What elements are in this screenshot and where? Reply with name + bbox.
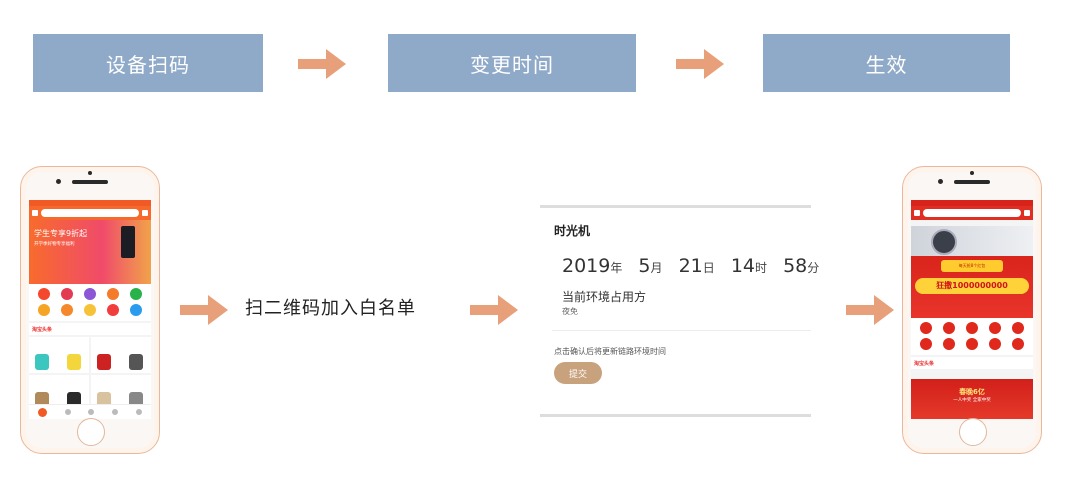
category-item[interactable]	[78, 288, 101, 301]
hour-value[interactable]: 14	[730, 255, 756, 277]
day-unit: 日	[702, 261, 715, 275]
red-envelope-banner: 狂撒1000000000	[915, 278, 1029, 294]
category-item[interactable]	[914, 338, 937, 351]
product-cell[interactable]	[91, 337, 151, 373]
divider	[552, 330, 811, 331]
phone-camera-icon	[970, 171, 974, 175]
gala-title: 春晚6亿	[959, 388, 985, 396]
phone-speaker-icon	[72, 180, 108, 184]
spring-gala-banner[interactable]: 春晚6亿 一人中奖 全家中奖	[911, 379, 1033, 419]
banner-title: 学生专享9折起	[34, 229, 88, 238]
watch-image	[931, 229, 957, 255]
month-unit: 月	[650, 261, 663, 275]
category-item[interactable]	[32, 304, 55, 317]
tab-icon[interactable]	[88, 409, 95, 415]
minute-value[interactable]: 58	[783, 255, 808, 277]
category-item[interactable]	[1007, 338, 1030, 351]
category-item[interactable]	[125, 304, 148, 317]
gala-subtitle: 一人中奖 全家中奖	[953, 398, 991, 403]
category-item[interactable]	[960, 338, 983, 351]
step-label: 生效	[865, 52, 908, 77]
month-value[interactable]: 5	[638, 255, 651, 277]
arrow-right-icon	[470, 293, 518, 327]
step-device-scan: 设备扫码	[33, 34, 263, 92]
environment-label: 当前环境占用方	[562, 290, 647, 304]
phone-screen: 学生专享9折起 开学季好物专享福利 淘宝头条	[29, 200, 151, 419]
year-value[interactable]: 2019	[562, 255, 611, 277]
qr-icon[interactable]	[142, 210, 148, 216]
category-item[interactable]	[937, 322, 960, 335]
category-grid	[29, 284, 151, 321]
event-ribbon: 每天抢8个红包	[941, 260, 1003, 272]
profile-tab-icon[interactable]	[136, 409, 143, 415]
phone-speaker-icon	[954, 180, 990, 184]
promo-banner[interactable]: 学生专享9折起 开学季好物专享福利	[29, 220, 151, 284]
category-item[interactable]	[102, 288, 125, 301]
home-tab-icon[interactable]	[37, 407, 47, 417]
banner-subtitle: 开学季好物专享福利	[34, 242, 75, 247]
category-item[interactable]	[984, 338, 1007, 351]
submit-button[interactable]: 提交	[554, 362, 602, 384]
search-input[interactable]	[41, 209, 139, 217]
product-cell[interactable]	[29, 337, 89, 373]
step-label: 设备扫码	[106, 52, 190, 77]
category-item[interactable]	[32, 288, 55, 301]
status-bar	[29, 200, 151, 206]
hour-unit: 时	[755, 261, 768, 275]
date-time-picker[interactable]: 2019年 5月 21日 14时 58分	[562, 255, 829, 277]
category-item[interactable]	[55, 288, 78, 301]
product-image	[121, 226, 135, 258]
search-input[interactable]	[923, 209, 1021, 217]
category-grid	[911, 318, 1033, 355]
arrow-right-icon	[298, 47, 346, 81]
category-item[interactable]	[960, 322, 983, 335]
arrow-right-icon	[180, 293, 228, 327]
time-machine-panel: 时光机 2019年 5月 21日 14时 58分 当前环境占用方 夜免 点击确认…	[540, 205, 819, 417]
qr-icon[interactable]	[1024, 210, 1030, 216]
category-item[interactable]	[984, 322, 1007, 335]
home-button	[77, 418, 105, 446]
panel-title: 时光机	[554, 224, 591, 238]
news-ticker[interactable]: 淘宝头条	[29, 323, 151, 335]
home-button	[959, 418, 987, 446]
left-phone-mockup: 学生专享9折起 开学季好物专享福利 淘宝头条	[20, 166, 160, 454]
app-header	[911, 206, 1033, 220]
right-phone-mockup: 每天抢8个红包 狂撒1000000000 淘宝头条 春晚6亿 一人中奖 全家中奖	[902, 166, 1042, 454]
app-tab-bar	[29, 404, 151, 419]
category-item[interactable]	[1007, 322, 1030, 335]
app-header	[29, 206, 151, 220]
arrow-right-icon	[676, 47, 724, 81]
phone-camera-icon	[88, 171, 92, 175]
category-item[interactable]	[125, 288, 148, 301]
category-item[interactable]	[102, 304, 125, 317]
category-item[interactable]	[78, 304, 101, 317]
arrow-right-icon	[846, 293, 894, 327]
cart-tab-icon[interactable]	[112, 409, 119, 415]
step-take-effect: 生效	[763, 34, 1010, 92]
news-tag: 淘宝头条	[32, 326, 53, 333]
day-value[interactable]: 21	[678, 255, 703, 277]
status-bar	[911, 200, 1033, 206]
step-change-time: 变更时间	[388, 34, 636, 92]
category-item[interactable]	[55, 304, 78, 317]
category-item[interactable]	[937, 338, 960, 351]
minute-unit: 分	[807, 261, 820, 275]
scan-icon[interactable]	[32, 210, 38, 216]
whitelist-label: 扫二维码加入白名单	[245, 298, 416, 319]
festival-banner[interactable]: 每天抢8个红包 狂撒1000000000	[911, 220, 1033, 318]
news-ticker[interactable]: 淘宝头条	[911, 357, 1033, 369]
step-label: 变更时间	[470, 52, 554, 77]
phone-screen: 每天抢8个红包 狂撒1000000000 淘宝头条 春晚6亿 一人中奖 全家中奖	[911, 200, 1033, 419]
year-unit: 年	[610, 261, 623, 275]
hero-product-strip	[911, 226, 1033, 256]
news-tag: 淘宝头条	[914, 360, 935, 367]
tab-icon[interactable]	[64, 409, 71, 415]
category-item[interactable]	[914, 322, 937, 335]
scan-icon[interactable]	[914, 210, 920, 216]
submit-hint: 点击确认后将更新链路环境时间	[554, 347, 666, 356]
phone-sensor-icon	[56, 179, 61, 184]
product-grid	[29, 337, 151, 411]
environment-value: 夜免	[562, 307, 578, 316]
phone-sensor-icon	[938, 179, 943, 184]
